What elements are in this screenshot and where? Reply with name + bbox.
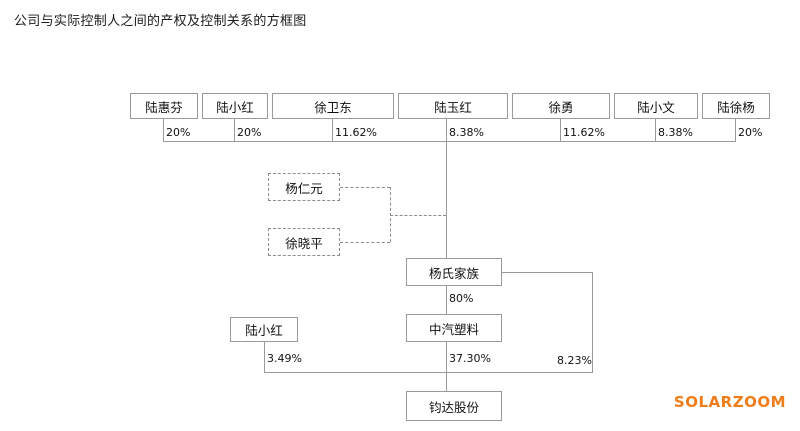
connector-shareholder-5 [655, 119, 656, 141]
node-shareholder-3: 陆玉红 [398, 93, 508, 119]
node-label: 徐勇 [548, 99, 574, 115]
connector-shareholder-2 [332, 119, 333, 141]
connector-bus-to-family [446, 141, 447, 258]
node-dashed-0: 杨仁元 [268, 173, 340, 201]
node-label: 徐卫东 [314, 99, 352, 115]
percent-shareholder-1: 20% [237, 126, 262, 139]
percent-shareholder-4: 11.62% [563, 126, 605, 139]
watermark: SOLARZOOM [673, 393, 786, 411]
connector-shareholder-bus [163, 141, 736, 142]
node-shareholder-4: 徐勇 [512, 93, 610, 119]
connector-family-right-drop [592, 272, 593, 372]
node-label: 钧达股份 [428, 399, 479, 415]
node-label: 杨仁元 [285, 180, 323, 196]
node-label: 中汽塑料 [428, 321, 479, 337]
connector-shareholder-4 [560, 119, 561, 141]
node-target: 钧达股份 [406, 391, 502, 421]
percent-shareholder-2: 11.62% [335, 126, 377, 139]
node-label: 陆玉红 [434, 99, 472, 115]
connector-family-right [502, 272, 592, 273]
connector-side-shareholder-drop [264, 342, 265, 372]
connector-dashed-0 [340, 187, 390, 188]
connector-company-to-target [446, 342, 447, 372]
percent-shareholder-3: 8.38% [449, 126, 484, 139]
node-shareholder-6: 陆徐杨 [702, 93, 770, 119]
connector-bottom-bus [264, 372, 593, 373]
node-label: 徐晓平 [285, 235, 323, 251]
connector-bus-to-target [446, 372, 447, 391]
node-label: 陆惠芬 [145, 99, 183, 115]
node-side-shareholder: 陆小红 [230, 317, 298, 342]
node-label: 杨氏家族 [428, 265, 479, 281]
percent-shareholder-0: 20% [166, 126, 191, 139]
node-shareholder-5: 陆小文 [614, 93, 698, 119]
percent-family-to-company: 80% [449, 292, 474, 305]
node-label: 陆小文 [637, 99, 675, 115]
connector-shareholder-1 [234, 119, 235, 141]
connector-shareholder-6 [735, 119, 736, 141]
connector-family-to-company [446, 286, 447, 314]
node-label: 陆小红 [216, 99, 254, 115]
connector-dashed-to-trunk [390, 215, 446, 216]
node-dashed-1: 徐晓平 [268, 228, 340, 256]
connector-dashed-1 [340, 242, 390, 243]
node-shareholder-1: 陆小红 [202, 93, 268, 119]
page-title: 公司与实际控制人之间的产权及控制关系的方框图 [14, 14, 307, 29]
percent-family-direct: 8.23% [557, 354, 592, 367]
percent-shareholder-6: 20% [738, 126, 763, 139]
percent-shareholder-5: 8.38% [658, 126, 693, 139]
connector-dashed-join [390, 187, 391, 242]
node-shareholder-2: 徐卫东 [272, 93, 394, 119]
node-label: 陆小红 [245, 323, 283, 338]
percent-company-to-target: 37.30% [449, 352, 491, 365]
node-company: 中汽塑料 [406, 314, 502, 342]
node-shareholder-0: 陆惠芬 [130, 93, 198, 119]
node-label: 陆徐杨 [717, 99, 755, 115]
connector-shareholder-0 [163, 119, 164, 141]
node-family: 杨氏家族 [406, 258, 502, 286]
percent-side-shareholder: 3.49% [267, 352, 302, 365]
connector-shareholder-3 [446, 119, 447, 141]
